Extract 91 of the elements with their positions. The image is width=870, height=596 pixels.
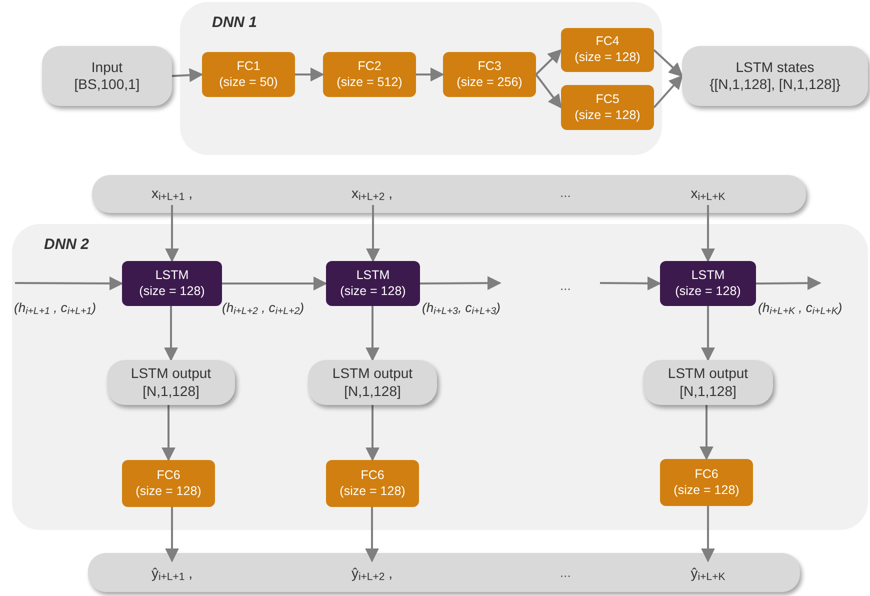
fc-layer-box <box>202 52 295 97</box>
node-detail: (size = 512) <box>336 74 402 90</box>
node-detail: {[N,1,128], [N,1,128]} <box>710 76 840 94</box>
arrow <box>701 506 715 562</box>
node-title: LSTM <box>356 268 390 284</box>
data-box <box>42 46 172 106</box>
fc-layer-box <box>122 460 215 507</box>
edge-label: (h$_{i+L+3}$, c$_{i+L+3}$) <box>422 299 500 318</box>
node-title: FC1 <box>236 58 260 74</box>
arrow <box>162 405 176 462</box>
node-title: LSTM <box>155 268 189 284</box>
node-detail: [N,1,128] <box>680 382 736 400</box>
arrow <box>15 276 124 290</box>
arrow <box>165 205 179 262</box>
node-title: FC6 <box>360 468 384 484</box>
arrow <box>701 306 715 362</box>
fc-layer-box <box>326 460 419 507</box>
node-title: LSTM output <box>130 365 212 382</box>
panel-title: DNN 2 <box>44 235 90 255</box>
arrow <box>535 74 562 109</box>
data-box <box>308 360 437 405</box>
node-title: LSTM output <box>332 365 413 382</box>
node-title: Input <box>91 58 123 76</box>
ellipsis-label: ... <box>560 564 571 582</box>
arrow <box>420 276 502 290</box>
arrow <box>653 74 683 108</box>
node-title: LSTM states <box>736 58 814 76</box>
node-title: ŷ$_{i+L+2}$ , <box>351 564 393 584</box>
ellipsis-label: ... <box>560 277 571 295</box>
node-title: FC4 <box>596 34 620 50</box>
node-detail: (size = 256) <box>456 74 522 90</box>
fc-layer-box <box>443 52 536 97</box>
data-box <box>107 360 235 405</box>
node-title: x$_{i+L+1}$ , <box>151 184 193 204</box>
arrow <box>416 68 444 82</box>
node-title: FC6 <box>156 468 180 484</box>
lstm-cell-box <box>326 261 420 306</box>
data-box <box>682 46 868 106</box>
arrow <box>222 276 328 290</box>
arrow <box>535 49 562 76</box>
arrow <box>366 306 380 362</box>
panel-title: DNN 1 <box>212 13 258 33</box>
arrow <box>700 405 714 460</box>
arrow <box>756 276 822 290</box>
node-detail: (size = 128) <box>340 284 406 300</box>
fc-layer-box <box>561 85 654 130</box>
node-detail: [BS,100,1] <box>74 76 140 94</box>
node-title: ŷ$_{i+L+K}$ <box>690 564 726 584</box>
edge-label: (h$_{i+L+2}$ , c$_{i+L+2}$) <box>222 299 304 318</box>
arrow <box>366 405 380 462</box>
arrow <box>701 205 715 262</box>
node-title: ŷ$_{i+L+1}$ , <box>151 564 193 584</box>
fc-layer-box <box>561 28 654 72</box>
node-detail: (size = 128) <box>675 284 741 300</box>
node-detail: (size = 128) <box>674 482 740 498</box>
node-detail: (size = 128) <box>340 484 406 500</box>
node-detail: (size = 128) <box>136 484 202 500</box>
sequence-bar <box>92 175 806 213</box>
arrow <box>172 68 204 82</box>
node-detail: (size = 128) <box>139 284 205 300</box>
arrow <box>600 276 662 290</box>
node-title: FC5 <box>596 92 620 108</box>
arrow <box>164 306 178 362</box>
ellipsis-label: ... <box>560 184 571 202</box>
node-title: x$_{i+L+2}$ , <box>351 184 393 204</box>
fc-layer-box <box>323 52 416 97</box>
fc-layer-box <box>660 459 753 506</box>
node-title: FC3 <box>478 58 502 74</box>
node-title: x$_{i+L+K}$ <box>690 184 726 204</box>
node-title: LSTM output <box>668 365 748 382</box>
network-panel <box>12 224 868 530</box>
arrow <box>366 205 380 262</box>
lstm-cell-box <box>122 261 222 306</box>
node-title: FC6 <box>694 466 718 482</box>
node-title: LSTM <box>691 268 725 284</box>
node-detail: (size = 128) <box>574 108 640 124</box>
arrow <box>653 49 684 77</box>
arrow <box>365 507 379 562</box>
arrow <box>165 507 179 562</box>
node-detail: [N,1,128] <box>344 382 401 400</box>
lstm-cell-box <box>660 261 756 306</box>
edge-label: (h$_{i+L+1}$ , c$_{i+L+1}$) <box>14 299 96 318</box>
arrow <box>295 68 324 82</box>
network-panel <box>180 2 662 155</box>
data-box <box>643 360 773 405</box>
edge-label: (h$_{i+L+K}$ , c$_{i+L+K}$) <box>758 299 842 318</box>
sequence-bar <box>88 553 800 592</box>
node-detail: (size = 50) <box>219 74 278 90</box>
node-title: FC2 <box>358 58 382 74</box>
node-detail: (size = 128) <box>574 50 640 66</box>
node-detail: [N,1,128] <box>142 382 200 400</box>
